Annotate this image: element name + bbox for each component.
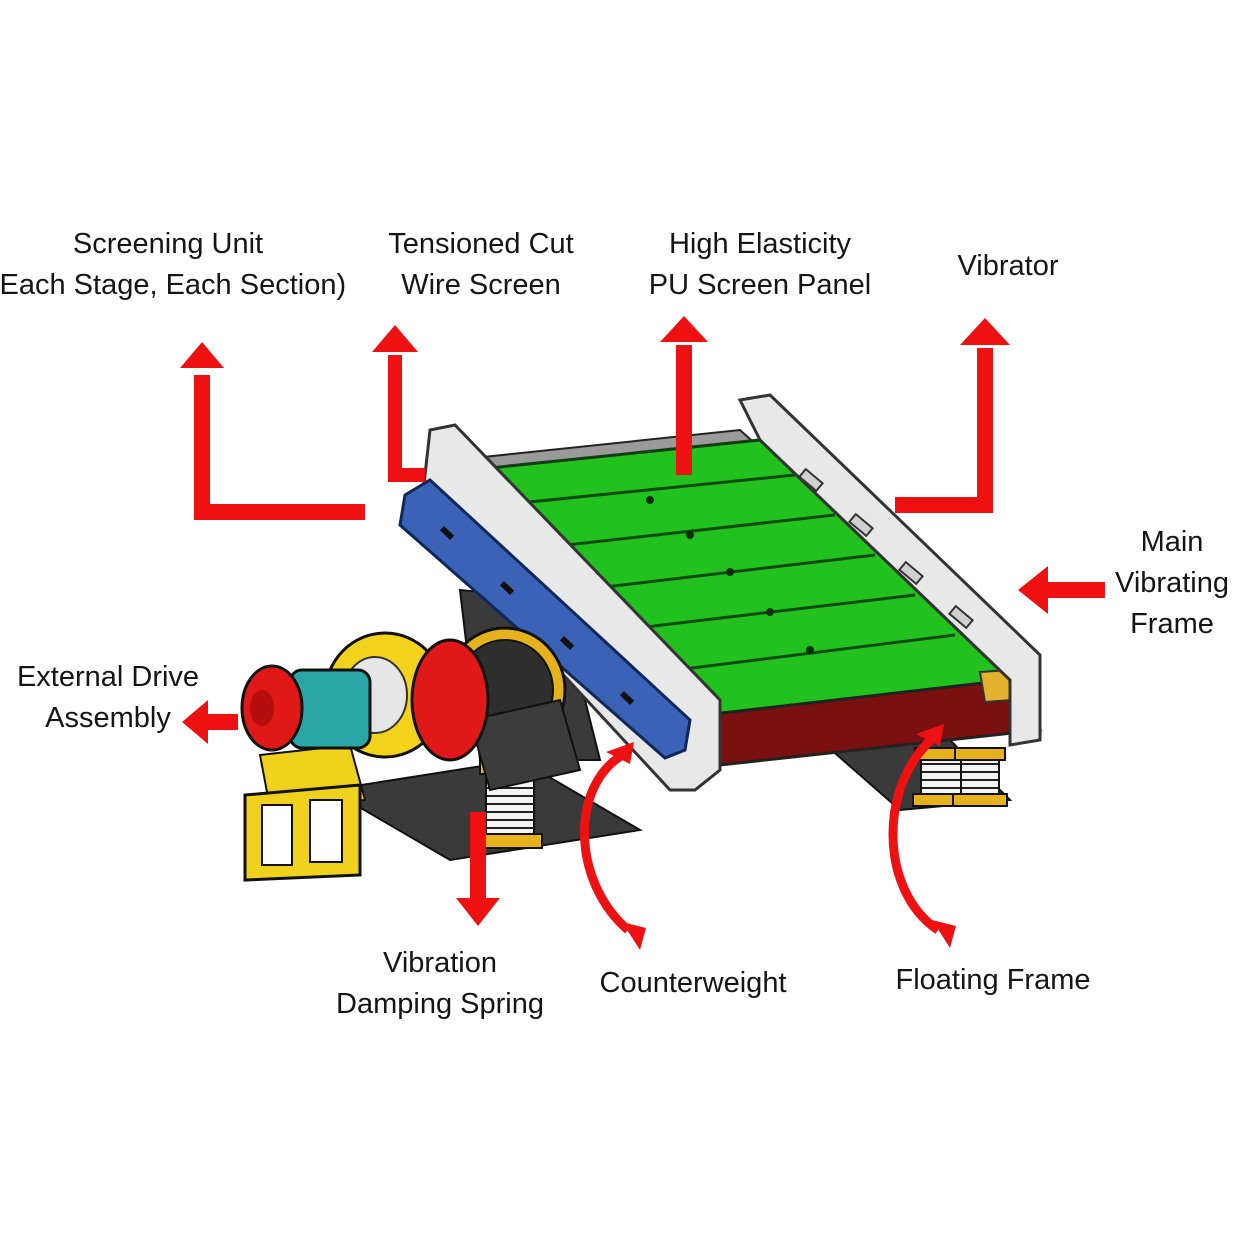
deck-bolt-hole [646,496,654,504]
deck-ridge [539,513,836,550]
deck-bolt-hole [766,608,774,616]
label-high-elasticity-pu-screen-panel-line1: High Elasticity [668,228,852,260]
label-floating-frame: Floating Frame [895,960,1090,1001]
label-vibration-damping-spring-line2: Damping Spring [336,988,544,1020]
label-vibrator: Vibrator [957,246,1058,287]
frame-bracket [847,512,875,538]
rail-slot [439,526,455,540]
deck-ridge [499,473,796,507]
arrow-tensioned-cut-wire-screen-head [372,325,418,352]
label-main-vibrating-frame-line2: Vibrating [1115,567,1229,599]
label-vibration-damping-spring-line1: Vibration [383,947,497,979]
arrow-counterweight-tail [606,742,634,764]
arrow-vibrator-head [960,318,1010,345]
arrow-floating-frame-tail [916,724,944,746]
arrow-floating-frame [888,730,941,934]
arrow-counterweight [580,747,631,934]
arrow-pu-screen-panel-head [660,316,708,342]
label-counterweight: Counterweight [600,963,787,1004]
label-vibration-damping-spring: Vibration Damping Spring [336,943,544,1025]
arrow-external-drive-assembly-head [182,700,208,744]
deck-bolt-hole [726,568,734,576]
label-main-vibrating-frame-line3: Frame [1130,608,1214,640]
label-external-drive-assembly-line1: External Drive [16,661,200,693]
right-side-frame [737,393,1042,747]
rail-slot [559,636,575,650]
label-main-vibrating-frame-line1: Main [1140,526,1204,558]
deck-bolt-hole [806,646,814,654]
arrow-floating-frame-head [932,920,956,948]
spring-right-b [952,747,1008,807]
label-screening-unit-line1: Screening Unit [72,228,264,260]
arrow-vibrator [895,348,993,513]
label-external-drive-assembly: External Drive Assembly [17,657,199,739]
deck-bolt-hole [686,531,694,539]
label-floating-frame-line1: Floating Frame [895,964,1091,996]
label-vibrator-line1: Vibrator [957,250,1059,282]
label-tensioned-cut-wire-screen-line1: Tensioned Cut [388,228,574,260]
label-screening-unit: Screening Unit (Each Stage, Each Section… [0,224,346,306]
frame-bracket [897,560,925,586]
drive-motor [240,664,372,752]
label-external-drive-assembly-line2: Assembly [45,702,171,734]
label-high-elasticity-pu-screen-panel-line2: PU Screen Panel [648,269,872,301]
callout-arrows [180,316,1105,950]
arrow-counterweight-head [622,922,646,950]
rail-slot [619,691,635,705]
deck-ridge [659,633,956,674]
label-high-elasticity-pu-screen-panel: High Elasticity PU Screen Panel [649,224,871,306]
frame-bracket [797,467,825,493]
arrow-screening-unit-head [180,342,224,368]
label-tensioned-cut-wire-screen-line2: Wire Screen [401,269,561,301]
frame-bracket [947,604,975,630]
arrow-screening-unit [194,375,365,520]
arrow-vibration-damping-spring-head [456,898,500,926]
label-tensioned-cut-wire-screen: Tensioned Cut Wire Screen [388,224,573,306]
left-side-frame [398,423,722,792]
label-screening-unit-line2: (Each Stage, Each Section) [0,269,347,301]
rail-slot [499,581,515,595]
arrow-tensioned-cut-wire-screen [388,355,425,482]
arrow-main-vibrating-frame-head [1018,566,1048,614]
label-counterweight-line1: Counterweight [599,967,787,999]
drive-base-stand [243,743,367,882]
label-main-vibrating-frame: Main Vibrating Frame [1115,522,1229,645]
